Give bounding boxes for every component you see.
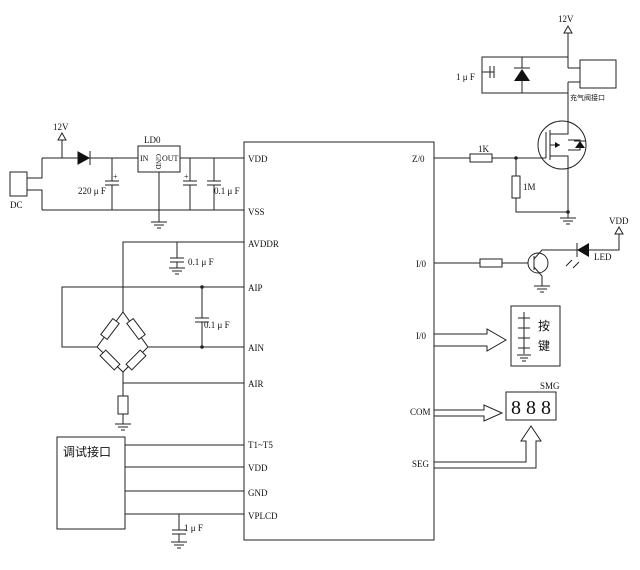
smg-label: SMG [540, 381, 560, 391]
mcu-chip [243, 141, 435, 541]
smg-digit-3: 8 [541, 397, 551, 419]
keys-label-2: 键 [538, 339, 550, 353]
cap-plus: + [113, 172, 118, 181]
dc-label: DC [10, 200, 23, 210]
valve-connector [579, 59, 617, 89]
vcc-top-arrow-icon [563, 24, 573, 34]
pin-t1-t5: T1~T5 [248, 440, 273, 450]
pin-z0: Z/0 [412, 154, 425, 164]
resistor-led [479, 258, 503, 268]
cap-1u-bottom-label: 1 μ F [184, 523, 203, 533]
cap-01-ldo-label: 0.1 μ F [214, 186, 240, 196]
ld0-gnd: GND [154, 154, 162, 169]
ld0-label: LD0 [144, 135, 161, 145]
pin-com: COM [410, 407, 431, 417]
ldo-regulator [137, 145, 181, 173]
key-switches [517, 312, 531, 362]
r-1k-label: 1K [478, 144, 490, 154]
sensor-bridge [96, 311, 149, 373]
pin-io-2: I/0 [416, 331, 426, 341]
cap-220-label: 220 μ F [78, 186, 106, 196]
resistor-1k [469, 153, 493, 163]
cap-1u-top-label: 1 μ F [456, 72, 475, 82]
resistor-1m [511, 175, 521, 199]
flyback-diode-icon [514, 69, 530, 81]
led-label: LED [594, 252, 612, 262]
r-1m-label: 1M [523, 182, 536, 192]
body-diode-icon [575, 141, 585, 148]
pin-avddr: AVDDR [248, 239, 279, 249]
debug-interface [56, 436, 126, 530]
cap-01-ain-label: 0.1 μ F [204, 320, 230, 330]
debug-label: 调试接口 [63, 444, 111, 459]
ld0-out: OUT [162, 154, 179, 163]
mosfet-arrow-icon [555, 142, 560, 148]
resistor-air [117, 395, 129, 415]
pin-vss: VSS [248, 207, 265, 217]
keys-block [510, 305, 561, 367]
pin-vdd-2: VDD [248, 463, 268, 473]
cap-01-avddr-label: 0.1 μ F [188, 257, 214, 267]
vdd-arrow-icon [614, 225, 624, 235]
npn-transistor [527, 249, 549, 277]
led-icon [577, 243, 589, 257]
smg-digit-1: 8 [511, 397, 521, 419]
pin-seg: SEG [412, 459, 430, 469]
pin-vdd: VDD [248, 154, 268, 164]
dc-jack [9, 171, 28, 197]
pin-ain: AIN [248, 343, 264, 353]
v12-top-label: 12V [558, 14, 574, 24]
pin-gnd: GND [248, 488, 268, 498]
smg-digit-2: 8 [526, 397, 536, 419]
pin-air: AIR [248, 379, 264, 389]
ld0-in: IN [140, 154, 149, 163]
pin-aip: AIP [248, 283, 263, 293]
diode-icon [77, 151, 91, 165]
mosfet [537, 120, 587, 170]
pin-io-1: I/0 [416, 259, 426, 269]
smg-display [505, 391, 557, 421]
keys-label-1: 按 [538, 319, 550, 333]
valve-label: 充气阀接口 [570, 93, 605, 102]
pin-vplcd: VPLCD [248, 511, 278, 521]
v12-left-label: 12V [53, 122, 69, 132]
vdd-right-label: VDD [609, 216, 629, 226]
vcc-arrow-icon [57, 131, 67, 141]
cap-plus-2: + [184, 172, 189, 181]
